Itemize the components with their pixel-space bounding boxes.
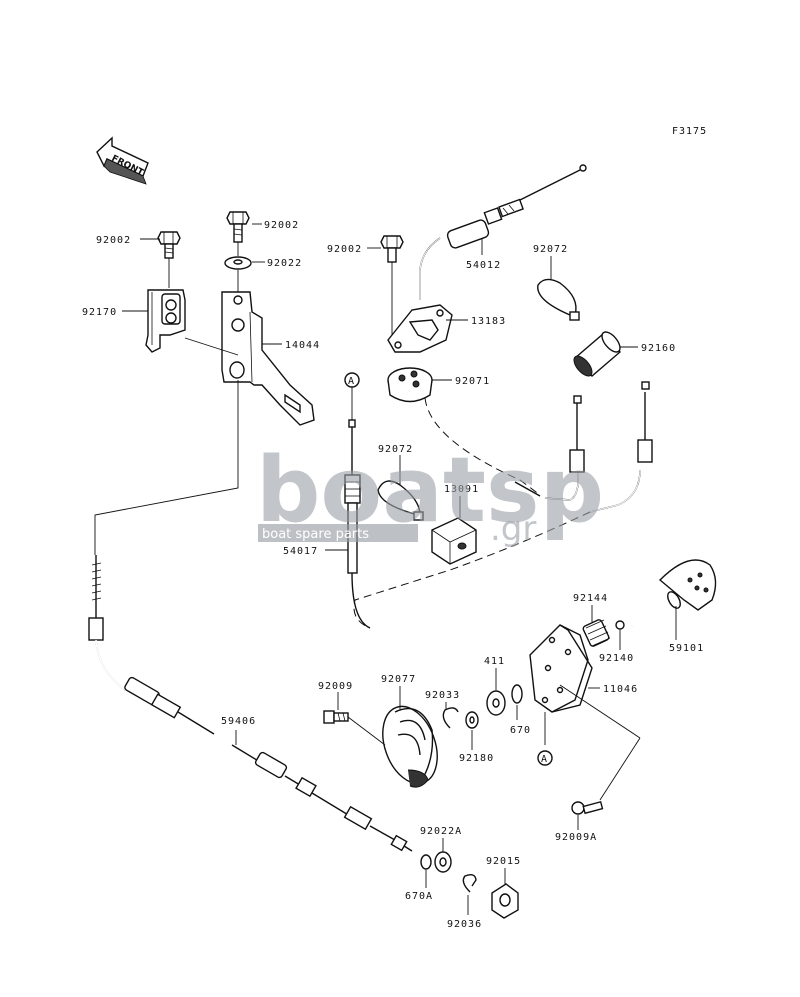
front-arrow-icon: FRONT xyxy=(96,136,149,185)
oring-670A xyxy=(420,854,432,870)
watermark-suffix: .gr xyxy=(490,509,536,549)
band-92072-top xyxy=(537,278,580,321)
callout-59101: 59101 xyxy=(669,643,704,654)
callout-92144: 92144 xyxy=(573,593,608,604)
callout-92071: 92071 xyxy=(455,376,490,387)
knob-92077 xyxy=(382,705,438,788)
ball-92140 xyxy=(615,620,625,630)
callout-labels: 92002 92002 92002 92022 92170 14044 5401… xyxy=(82,220,704,930)
callout-92015: 92015 xyxy=(486,856,521,867)
plate-13183 xyxy=(387,304,453,353)
cable-59406 xyxy=(88,380,413,852)
callout-92002-mid: 92002 xyxy=(264,220,299,231)
callout-92009: 92009 xyxy=(318,681,353,692)
bolt-92002-left xyxy=(157,231,181,259)
callout-54012: 54012 xyxy=(466,260,501,271)
reference-marker-a-top: A xyxy=(344,372,360,388)
bolt-92002-right xyxy=(380,235,404,263)
callout-92022A: 92022A xyxy=(420,826,462,837)
callout-92180: 92180 xyxy=(459,753,494,764)
washer-411 xyxy=(486,690,506,716)
callout-13091: 13091 xyxy=(444,484,479,495)
washer-92022 xyxy=(224,256,252,270)
callout-92072-mid: 92072 xyxy=(378,444,413,455)
washer-92022A xyxy=(434,851,452,873)
bolt-92002-mid xyxy=(226,211,250,243)
callout-11046: 11046 xyxy=(603,684,638,695)
callout-92077: 92077 xyxy=(381,674,416,685)
housing-11046 xyxy=(529,624,593,713)
block-13091 xyxy=(431,517,477,565)
callout-92072-top: 92072 xyxy=(533,244,568,255)
callout-92036: 92036 xyxy=(447,919,482,930)
sleeve-92160 xyxy=(573,331,622,377)
callout-92022: 92022 xyxy=(267,258,302,269)
callout-92002-left: 92002 xyxy=(96,235,131,246)
bracket-92170 xyxy=(145,289,186,353)
callout-92002-right: 92002 xyxy=(327,244,362,255)
callout-92170: 92170 xyxy=(82,307,117,318)
washer-92180 xyxy=(465,711,479,729)
callout-92033: 92033 xyxy=(425,690,460,701)
callout-92140: 92140 xyxy=(599,653,634,664)
callout-670: 670 xyxy=(510,725,531,736)
watermark-logo: boatsp boat spare parts .gr xyxy=(256,438,604,549)
callout-54017: 54017 xyxy=(283,546,318,557)
callout-92160: 92160 xyxy=(641,343,676,354)
callout-411: 411 xyxy=(484,656,505,667)
nut-92015 xyxy=(491,883,519,919)
spring-92144 xyxy=(582,619,611,647)
callout-670A: 670A xyxy=(405,891,433,902)
callout-92009A: 92009A xyxy=(555,832,597,843)
lockwasher-92036 xyxy=(462,873,477,893)
callout-59406: 59406 xyxy=(221,716,256,727)
circlip-92033 xyxy=(442,707,459,729)
svg-text:A: A xyxy=(541,754,548,765)
reference-marker-a-bottom: A xyxy=(537,750,553,766)
shaft-59101 xyxy=(630,559,717,629)
bracket-14044 xyxy=(221,291,315,426)
figure-code: F3175 xyxy=(672,126,707,137)
oring-670 xyxy=(511,684,523,704)
callout-14044: 14044 xyxy=(285,340,320,351)
callout-13183: 13183 xyxy=(471,316,506,327)
watermark-tagline: boat spare parts xyxy=(262,527,369,542)
svg-text:A: A xyxy=(348,376,355,387)
grommet-92071 xyxy=(387,367,433,403)
cable-routing xyxy=(353,381,653,629)
screw-92009 xyxy=(323,710,349,724)
cable-54012 xyxy=(419,164,587,300)
screw-92009A xyxy=(571,800,604,815)
band-92072-mid xyxy=(377,480,424,521)
